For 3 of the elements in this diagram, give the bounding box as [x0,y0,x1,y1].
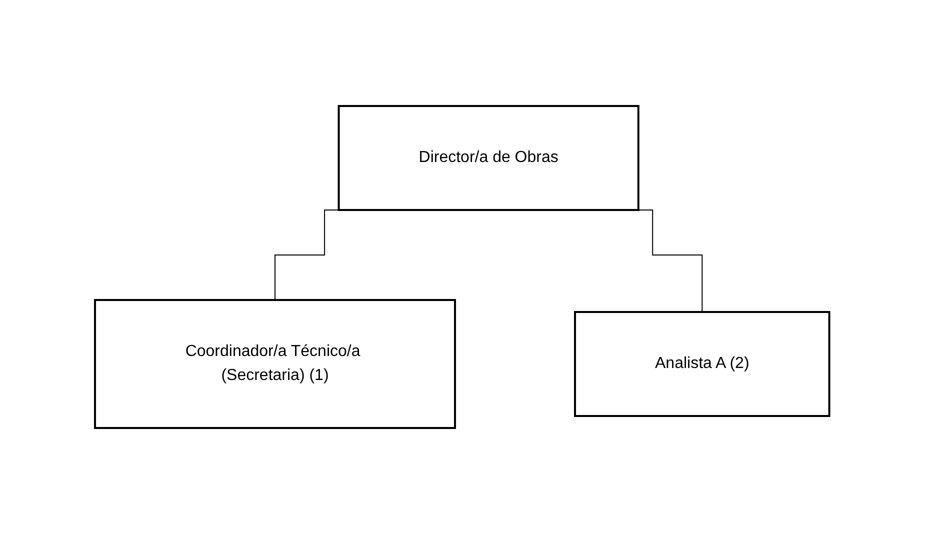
node-box: Coordinador/a Técnico/a (Secretaria) (1) [94,298,456,428]
node-box: Analista A (2) [574,310,831,416]
node-box: Director/a de Obras [338,104,640,210]
